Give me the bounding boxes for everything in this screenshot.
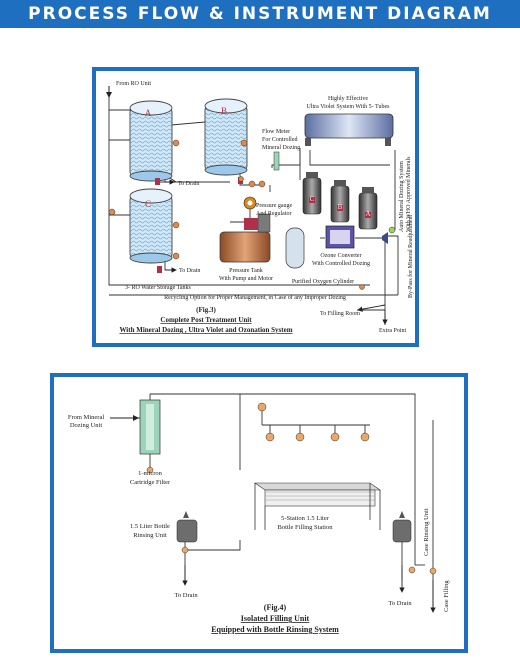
- dosing-pumps: [309, 197, 371, 218]
- pressure-gauge-label-2: And Regulator: [256, 211, 292, 217]
- fig4-caption-2: Isolated Filling Unit: [241, 614, 310, 623]
- flow-meter-label-3: Mineral Dozing: [262, 145, 300, 151]
- dosing-canister-c: [302, 172, 322, 215]
- pressure-tank-label-1: Pressure Tank: [229, 268, 263, 274]
- pressure-gauge-icon: [243, 196, 257, 210]
- tank-b-label: B: [221, 106, 227, 116]
- case-rinsing-unit: [392, 511, 437, 575]
- cartridge-filter: [139, 399, 161, 455]
- storage-label: 3- RO Water Storage Tanks: [125, 285, 192, 291]
- rinse-label-1: 1.5 Liter Bottle: [130, 523, 170, 530]
- tank-a: [129, 100, 173, 182]
- to-drain-label-1: To Drain: [178, 181, 199, 187]
- fig4-piping: [110, 393, 434, 610]
- uv-system: [304, 113, 394, 146]
- oxygen-cylinder: [285, 227, 305, 269]
- bottle-rinsing-unit: [176, 511, 198, 554]
- uv-label-1: Highly Effective: [328, 95, 368, 102]
- title-banner: [0, 0, 520, 28]
- dosing-b-label: B: [338, 203, 343, 211]
- tank-b: [204, 98, 248, 176]
- fig4-caption-3: Equipped with Bottle Rinsing System: [211, 625, 339, 634]
- fig3-caption-3: With Mineral Dozing , Ultra Violet and O…: [119, 326, 292, 334]
- flow-meter-label-1: Flow Meter: [262, 129, 290, 135]
- from-mineral-label-2: Dozing Unit: [70, 422, 103, 429]
- dosing-c-label: C: [310, 195, 315, 203]
- recycling-label: Recycling Option for Proper Management, …: [164, 294, 346, 301]
- fig4-frame: [50, 373, 468, 653]
- dosing-canister-b: [330, 180, 350, 223]
- fig4-panel: From Mineral Dozing Unit 1-micron Cartri…: [50, 373, 468, 653]
- fig4-caption-1: (Fig.4): [264, 603, 287, 612]
- dosing-a-label: A: [365, 210, 370, 218]
- auto-dosing-label-2: With WHO Approved Minerals: [406, 156, 412, 232]
- oxygen-label: Purified Oxygen Cylinder: [292, 278, 354, 285]
- station-label-1: 5-Station 1.5 Liter: [281, 515, 330, 522]
- auto-dosing-label-1: Auto Mineral Dozing System: [399, 161, 405, 232]
- filling-nozzles: [146, 402, 370, 474]
- fig3-caption-1: (Fig.3): [196, 306, 216, 314]
- bypass-label: By-Pass for Mineral Readjustment: [407, 215, 414, 298]
- page-title: PROCESS FLOW & INSTRUMENT DIAGRAM: [28, 4, 492, 24]
- pressure-gauge-label-1: Pressure gauge: [256, 203, 292, 209]
- fig3-gauges: [108, 139, 365, 290]
- bypass-valve: [382, 226, 396, 244]
- fig3-caption-2: Complete Post Treatment Unit: [160, 316, 252, 324]
- tank-c: [129, 188, 173, 264]
- pressure-tank-label-2: With Pump and Motor: [219, 276, 273, 282]
- fig4-to-drain-label-1: To Drain: [174, 592, 198, 599]
- tank-c-label: C: [145, 199, 151, 209]
- case-rinsing-label: Case Rinsing Unit: [423, 508, 430, 556]
- filter-label-1: 1-micron: [138, 470, 163, 477]
- ozone-label-1: Ozone Converter: [320, 253, 361, 259]
- station-label-2: Bottle Filling Station: [278, 524, 334, 531]
- extra-point-label: Extra Point: [379, 328, 406, 334]
- from-mineral-label-1: From Mineral: [68, 414, 104, 421]
- to-filling-label: To Filling Room: [320, 311, 360, 317]
- ozone-label-2: With Controlled Dozing: [312, 261, 370, 267]
- fig4-to-drain-label-2: To Drain: [388, 600, 412, 607]
- dosing-canister-a: [358, 187, 378, 230]
- fig3-panel: From RO Unit A B C To Drain To Drain Flo…: [92, 67, 419, 347]
- to-drain-label-2: To Drain: [179, 268, 200, 274]
- from-ro-label: From RO Unit: [116, 81, 151, 87]
- filter-label-2: Cartridge Filter: [130, 479, 171, 486]
- tank-a-label: A: [145, 108, 152, 118]
- uv-label-2: Ultra Violet System With 5- Tubes: [306, 104, 390, 110]
- flow-meter: [273, 151, 280, 171]
- ozone-window: [330, 230, 350, 244]
- flow-meter-label-2: For Controlled: [262, 137, 298, 143]
- rinse-label-2: Rinsing Unit: [133, 532, 167, 539]
- filling-station: [254, 482, 381, 530]
- case-filling-label: Case Filling: [443, 580, 450, 612]
- pressure-tank: [219, 213, 271, 263]
